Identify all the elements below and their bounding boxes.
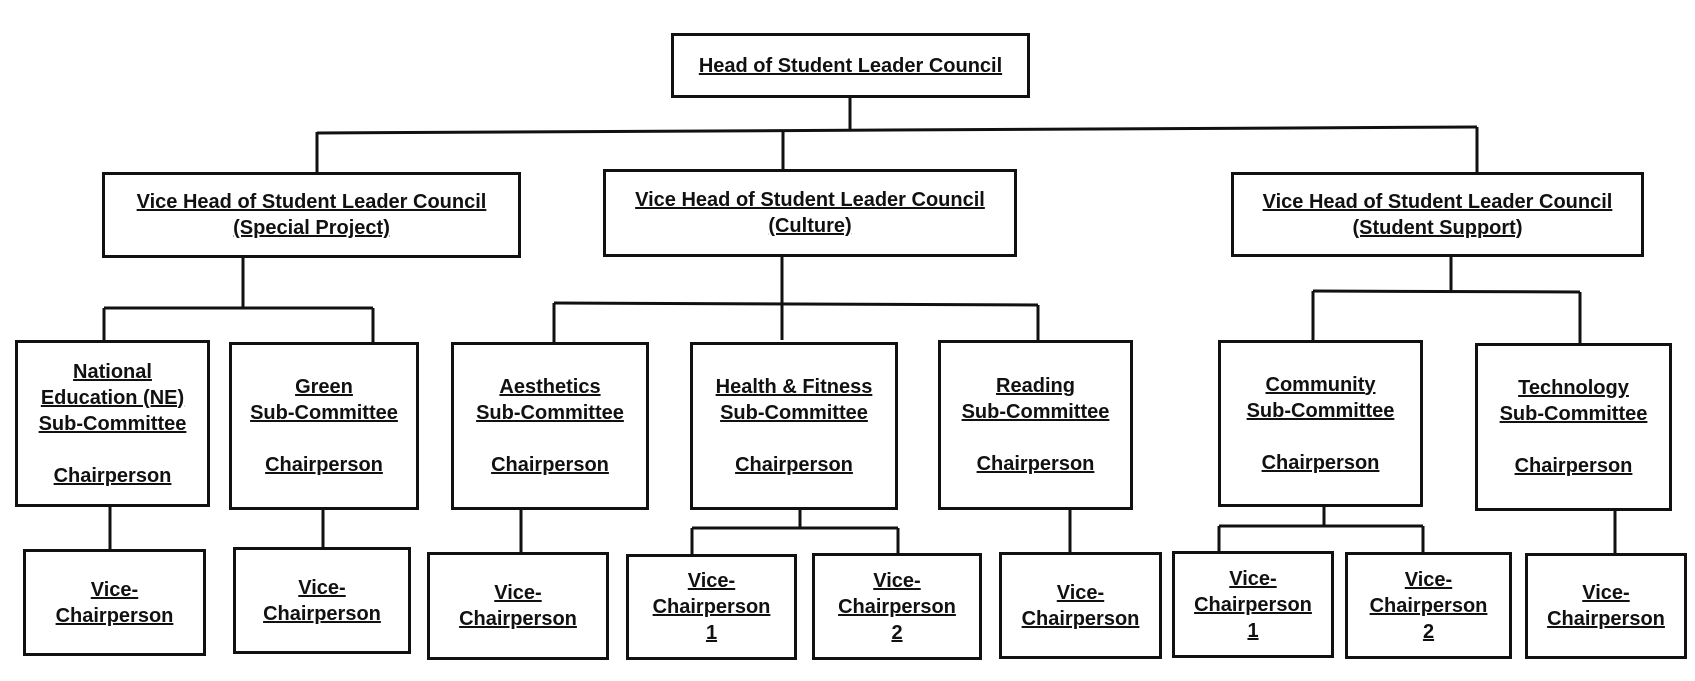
committee-aesthetics-box: Aesthetics Sub-Committee Chairperson bbox=[451, 342, 649, 510]
vice-chair-line: Chairperson bbox=[1021, 607, 1140, 630]
committee-role: Chairperson bbox=[1261, 451, 1380, 474]
vice-head-special-project-box: Vice Head of Student Leader Council (Spe… bbox=[102, 172, 521, 258]
head-title: Head of Student Leader Council bbox=[698, 54, 1003, 77]
vice-chair-line: Chairperson bbox=[1369, 594, 1488, 617]
committee-ne-box: National Education (NE) Sub-Committee Ch… bbox=[15, 340, 210, 507]
vice-head-culture-box: Vice Head of Student Leader Council (Cul… bbox=[603, 169, 1017, 257]
connector bbox=[553, 301, 1039, 307]
committee-name-line: Sub-Committee bbox=[250, 402, 398, 424]
vice-chair-community-1-box: Vice- Chairperson 1 bbox=[1172, 551, 1334, 658]
committee-green-box: Green Sub-Committee Chairperson bbox=[229, 342, 419, 510]
committee-role: Chairperson bbox=[53, 464, 172, 487]
vice-chair-line: Vice- bbox=[1229, 567, 1277, 590]
vice-chair-number: 1 bbox=[705, 622, 718, 644]
vice-chair-line: Chairperson bbox=[838, 595, 956, 618]
committee-name-line: Education (NE) bbox=[40, 386, 185, 409]
vice-chair-line: Vice- bbox=[90, 578, 139, 601]
vice-chair-aesthetics-box: Vice- Chairperson bbox=[427, 552, 609, 660]
vice-head-student-support-box: Vice Head of Student Leader Council (Stu… bbox=[1231, 172, 1644, 257]
connector bbox=[1312, 289, 1581, 294]
committee-role: Chairperson bbox=[976, 453, 1095, 475]
committee-role: Chairperson bbox=[491, 454, 609, 476]
vice-chair-green-box: Vice- Chairperson bbox=[233, 547, 411, 654]
vice-chair-line: Chairperson bbox=[263, 602, 381, 625]
vice-chair-technology-box: Vice- Chairperson bbox=[1525, 553, 1687, 659]
vice-chair-line: Chairperson bbox=[652, 596, 771, 618]
committee-name-line: Health & Fitness bbox=[715, 376, 873, 398]
vice-chair-health-2-box: Vice- Chairperson 2 bbox=[812, 553, 982, 660]
committee-name-line: Sub-Committee bbox=[1246, 399, 1395, 422]
vice-chair-reading-box: Vice- Chairperson bbox=[999, 552, 1162, 659]
vice-chair-line: Vice- bbox=[687, 570, 736, 592]
vice-chair-health-1-box: Vice- Chairperson 1 bbox=[626, 554, 797, 660]
vice-chair-community-2-box: Vice- Chairperson 2 bbox=[1345, 552, 1512, 659]
vice-chair-number: 1 bbox=[1247, 619, 1259, 642]
vice-chair-number: 2 bbox=[891, 621, 903, 644]
committee-name-line: Community bbox=[1265, 373, 1376, 396]
vice-chair-line: Vice- bbox=[298, 576, 346, 599]
vice-chair-line: Chairperson bbox=[55, 604, 174, 627]
committee-name-line: Reading bbox=[996, 375, 1075, 397]
committee-health-fitness-box: Health & Fitness Sub-Committee Chairpers… bbox=[690, 342, 898, 510]
vice-head-title: Vice Head of Student Leader Council bbox=[635, 189, 985, 211]
vice-head-portfolio: (Student Support) bbox=[1352, 216, 1523, 239]
committee-name-line: Sub-Committee bbox=[38, 412, 187, 435]
vice-chair-line: Vice- bbox=[1056, 581, 1105, 604]
vice-chair-ne-box: Vice- Chairperson bbox=[23, 549, 206, 656]
vice-chair-number: 2 bbox=[1422, 620, 1435, 643]
committee-role: Chairperson bbox=[265, 454, 383, 476]
committee-reading-box: Reading Sub-Committee Chairperson bbox=[938, 340, 1133, 510]
committee-technology-box: Technology Sub-Committee Chairperson bbox=[1475, 343, 1672, 511]
committee-name-line: Sub-Committee bbox=[1499, 403, 1648, 425]
vice-head-portfolio: (Special Project) bbox=[233, 217, 390, 239]
committee-name-line: Sub-Committee bbox=[961, 401, 1110, 423]
vice-chair-line: Vice- bbox=[1404, 568, 1453, 591]
connector bbox=[316, 125, 1478, 135]
vice-chair-line: Vice- bbox=[494, 582, 542, 604]
vice-chair-line: Chairperson bbox=[459, 608, 577, 630]
committee-name-line: Aesthetics bbox=[499, 376, 601, 398]
vice-chair-line: Vice- bbox=[1582, 582, 1630, 604]
head-box: Head of Student Leader Council bbox=[671, 33, 1030, 98]
vice-head-title: Vice Head of Student Leader Council bbox=[136, 191, 487, 213]
committee-name-line: Sub-Committee bbox=[476, 402, 624, 424]
vice-head-portfolio: (Culture) bbox=[768, 215, 852, 237]
vice-chair-line: Chairperson bbox=[1194, 593, 1312, 616]
vice-chair-line: Vice- bbox=[873, 569, 921, 592]
vice-chair-line: Chairperson bbox=[1547, 608, 1665, 630]
committee-name-line: Green bbox=[295, 376, 353, 398]
vice-head-title: Vice Head of Student Leader Council bbox=[1262, 190, 1613, 213]
committee-role: Chairperson bbox=[735, 454, 853, 476]
committee-role: Chairperson bbox=[1514, 455, 1633, 477]
committee-name-line: National bbox=[73, 360, 152, 383]
committee-community-box: Community Sub-Committee Chairperson bbox=[1218, 340, 1423, 507]
committee-name-line: Technology bbox=[1518, 377, 1629, 399]
committee-name-line: Sub-Committee bbox=[720, 402, 868, 424]
